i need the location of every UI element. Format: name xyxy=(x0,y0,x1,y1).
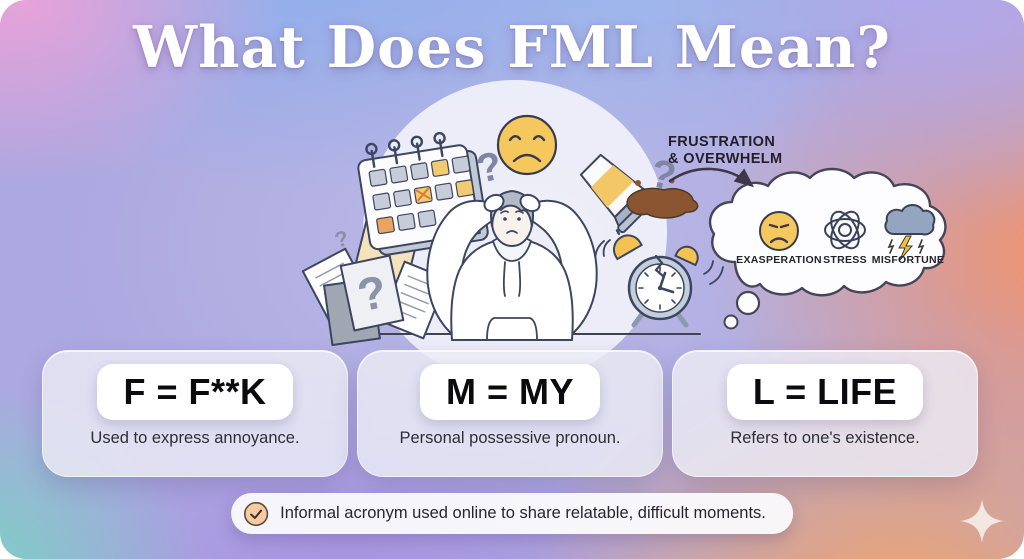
scattered-papers-icon: ? ? ? xyxy=(301,219,449,347)
callout-line2: & OVERWHELM xyxy=(668,151,783,167)
thought-bubble xyxy=(723,314,739,330)
thought-bubble xyxy=(735,290,761,316)
cards-row: F = F**K Used to express annoyance. M = … xyxy=(42,350,978,477)
right-hand xyxy=(519,193,541,213)
term-pill-l: L = LIFE xyxy=(726,364,924,420)
bell-icon xyxy=(613,229,643,261)
frustration-callout: FRUSTRATION & OVERWHELM xyxy=(668,134,783,188)
term-pill-m: M = MY xyxy=(419,364,600,420)
card-f: F = F**K Used to express annoyance. xyxy=(42,350,348,477)
definition-m: Personal possessive pronoun. xyxy=(399,429,621,447)
cloud-item-label: EXASPERATION xyxy=(736,254,822,266)
sad-emoji-icon xyxy=(496,114,558,176)
footer-note-pill: Informal acronym used online to share re… xyxy=(231,493,793,534)
sparkle-icon xyxy=(960,499,1004,543)
spilled-coffee-icon xyxy=(579,153,699,234)
definition-l: Refers to one's existence. xyxy=(730,429,920,447)
left-hand xyxy=(483,193,505,213)
cloud-item-label: MISFORTUNE xyxy=(872,254,944,266)
annoyed-face-icon xyxy=(759,211,799,251)
scribble-tangle-icon xyxy=(824,210,866,250)
term-pill-f: F = F**K xyxy=(97,364,293,420)
callout-line1: FRUSTRATION xyxy=(668,134,775,150)
bell-icon xyxy=(674,245,699,267)
cloud-item-label: STRESS xyxy=(823,254,867,266)
stressed-person xyxy=(426,190,598,341)
question-mark-icon: ? xyxy=(332,225,351,253)
curved-arrow-icon xyxy=(668,167,755,188)
card-l: L = LIFE Refers to one's existence. xyxy=(672,350,978,477)
storm-cloud-icon xyxy=(884,204,936,261)
page-title: What Does FML Mean? xyxy=(133,14,891,81)
check-circle-icon xyxy=(244,501,269,526)
definition-f: Used to express annoyance. xyxy=(90,429,300,447)
broken-alarm-clock-icon xyxy=(594,229,724,328)
thought-cloud: EXASPERATION STRESS MISFORTUNE xyxy=(708,167,947,330)
card-m: M = MY Personal possessive pronoun. xyxy=(357,350,663,477)
footer-note-text: Informal acronym used online to share re… xyxy=(280,504,766,522)
